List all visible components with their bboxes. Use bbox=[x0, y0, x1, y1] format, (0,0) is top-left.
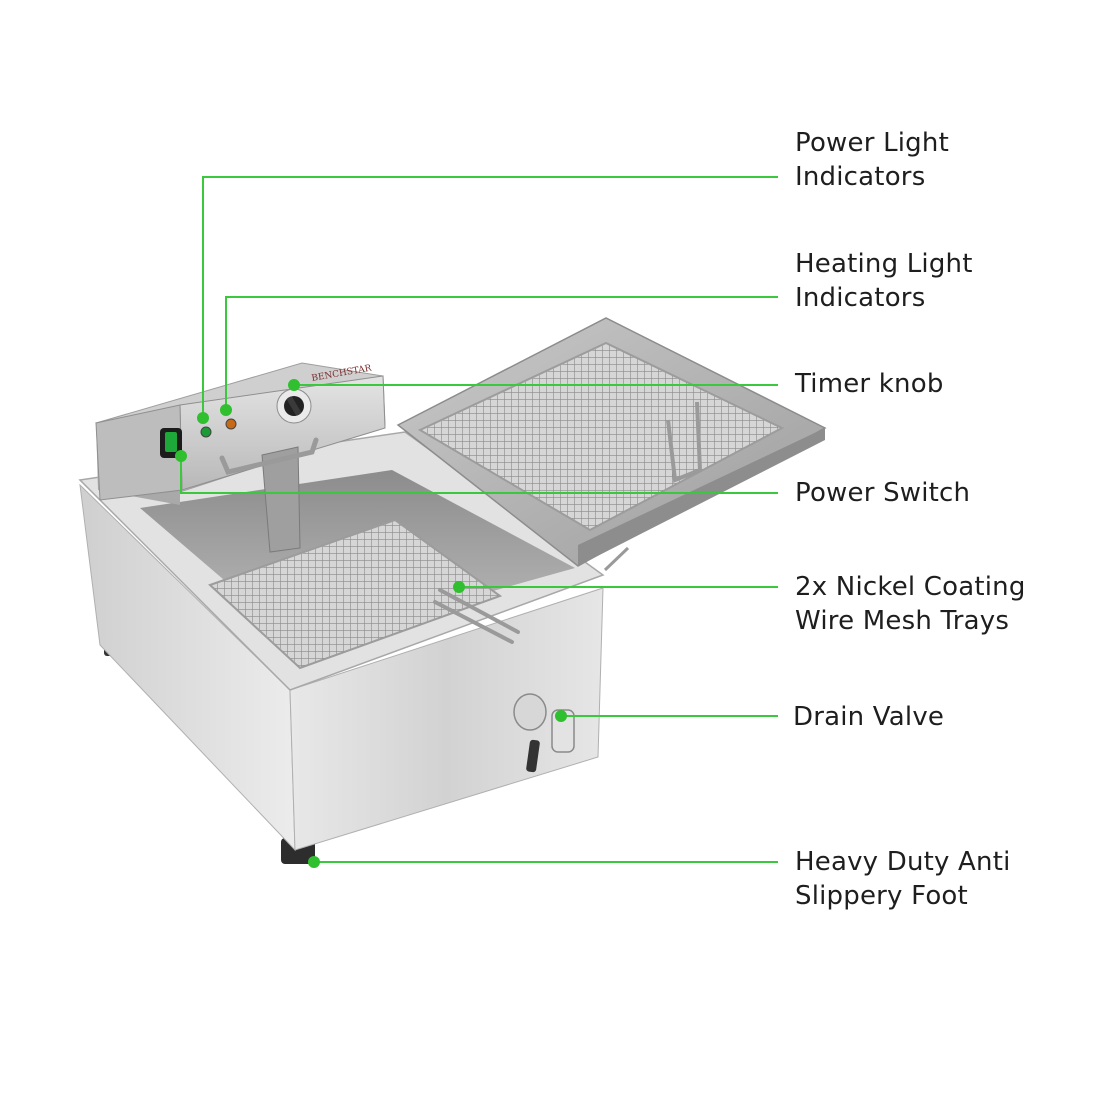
tank-mesh-tray bbox=[208, 518, 503, 670]
heating-light-leader-line bbox=[225, 296, 778, 410]
tank-tray-handle bbox=[433, 588, 520, 644]
heating-light-graphic bbox=[225, 418, 237, 430]
lid-hinge-arm bbox=[603, 546, 630, 572]
valve-lever bbox=[526, 739, 540, 773]
element-bracket bbox=[261, 446, 301, 553]
heating-light-label-line: Indicators bbox=[795, 283, 926, 313]
lid-mesh-tray bbox=[417, 341, 785, 532]
power-light-label-line: Power Light bbox=[795, 128, 949, 158]
power-light-graphic bbox=[200, 426, 212, 438]
lid-rim bbox=[578, 428, 825, 566]
drain-valve-label-line: Drain Valve bbox=[793, 702, 945, 732]
drain-valve-label: Drain Valve bbox=[793, 700, 944, 734]
timer-knob-label-line: Timer knob bbox=[795, 369, 944, 399]
power-switch-rocker bbox=[165, 432, 177, 452]
power-switch-label-line: Power Switch bbox=[795, 478, 971, 508]
timer-knob-grip bbox=[287, 396, 301, 416]
power-light-leader-line bbox=[202, 176, 778, 418]
foot-label-line: Slippery Foot bbox=[795, 881, 968, 911]
mesh-trays-marker-dot bbox=[453, 581, 465, 593]
mesh-trays-label-line: 2x Nickel Coating bbox=[795, 572, 1026, 602]
power-switch-label: Power Switch bbox=[795, 476, 970, 510]
foot-label-line: Heavy Duty Anti bbox=[795, 847, 1011, 877]
timer-knob-label: Timer knob bbox=[795, 367, 944, 401]
power-light-marker-dot bbox=[197, 412, 209, 424]
heating-light-label-line: Heating Light bbox=[795, 249, 973, 279]
power-switch-leader-line bbox=[180, 456, 778, 494]
power-light-label-line: Indicators bbox=[795, 162, 926, 192]
lid-tray-handle bbox=[666, 401, 703, 483]
valve-body-graphic bbox=[513, 693, 547, 731]
mesh-trays-label-line: Wire Mesh Trays bbox=[795, 606, 1010, 636]
drain-valve-marker-dot bbox=[555, 710, 567, 722]
heating-light-marker-dot bbox=[220, 404, 232, 416]
foot-marker-dot bbox=[308, 856, 320, 868]
timer-knob-marker-dot bbox=[288, 379, 300, 391]
power-switch-marker-dot bbox=[175, 450, 187, 462]
head-handle bbox=[219, 437, 319, 475]
